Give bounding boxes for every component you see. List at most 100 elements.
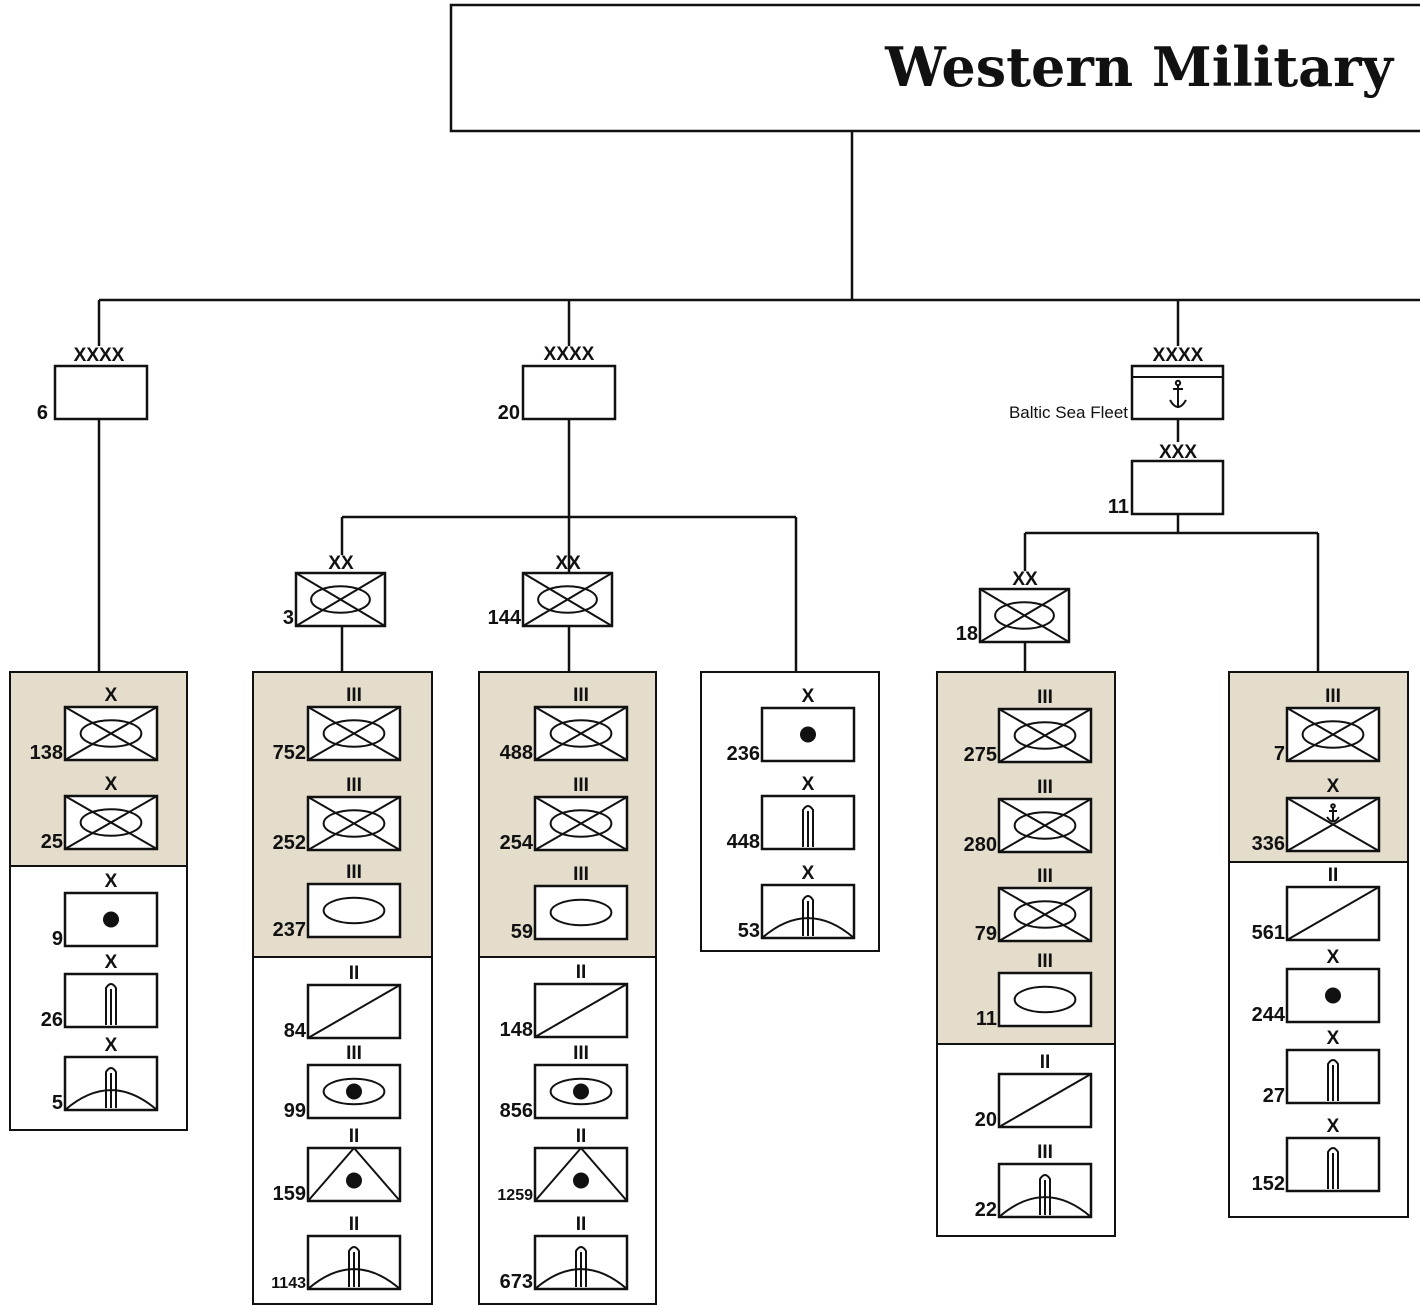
missile-icon	[1285, 1136, 1381, 1193]
unit-number: 275	[964, 744, 997, 766]
unit-number: 1259	[497, 1187, 533, 1204]
self-propelled-artillery-icon	[533, 1063, 629, 1120]
unit-number: 236	[727, 743, 760, 765]
echelon-label: II	[1040, 1052, 1051, 1073]
missile-icon	[760, 794, 856, 851]
unit-number: 148	[500, 1019, 533, 1041]
mech-infantry-icon	[1285, 706, 1381, 763]
echelon-label: II	[576, 1214, 587, 1235]
reconnaissance-icon	[1285, 885, 1381, 942]
unit-number: 11	[976, 1008, 997, 1030]
echelon-label: XX	[1012, 569, 1038, 590]
echelon-label: III	[1037, 1142, 1053, 1163]
mech-infantry-icon	[978, 587, 1071, 644]
mech-infantry-icon	[306, 705, 402, 762]
echelon-label: II	[349, 1126, 360, 1147]
svg-text:20: 20	[498, 402, 520, 424]
naval-infantry-icon	[1285, 796, 1381, 853]
svg-text:XXXX: XXXX	[1153, 345, 1204, 366]
unit-number: 152	[1252, 1173, 1285, 1195]
echelon-label: III	[1037, 777, 1053, 798]
air-defense-missile-icon	[997, 1162, 1093, 1219]
unit-number: 561	[1252, 922, 1285, 944]
unit-number: 99	[284, 1100, 306, 1122]
echelon-label: III	[1325, 686, 1341, 707]
echelon-label: III	[573, 1043, 589, 1064]
echelon-label: X	[1327, 1028, 1340, 1049]
unit-9: X9	[52, 871, 159, 950]
units: X138X25X9X26X5III752III252III237II84III9…	[30, 685, 1381, 1293]
unit-number: 254	[500, 832, 534, 854]
unit-number: 25	[41, 831, 63, 853]
anti-tank-icon	[306, 1146, 402, 1203]
echelon-label: III	[1037, 687, 1053, 708]
unit-254: III 254	[500, 775, 629, 854]
echelon-label: III	[346, 775, 362, 796]
echelon-label: III	[573, 775, 589, 796]
echelon-label: X	[1327, 1116, 1340, 1137]
echelon-label: X	[802, 686, 815, 707]
unit-20: II 20	[975, 1052, 1093, 1131]
unit-148: II 148	[500, 962, 629, 1041]
unit-number: 673	[500, 1271, 533, 1293]
mech-infantry-icon	[521, 571, 614, 628]
mech-infantry-icon	[63, 705, 159, 762]
svg-text:XXXX: XXXX	[544, 344, 595, 365]
unit-number: 280	[964, 834, 997, 856]
unit-number: 159	[273, 1183, 306, 1205]
echelon-label: II	[576, 962, 587, 983]
mech-infantry-icon	[294, 571, 387, 628]
missile-icon	[63, 972, 159, 1029]
unit-number: 448	[727, 831, 760, 853]
title-box	[449, 3, 1420, 133]
echelon-label: III	[1037, 866, 1053, 887]
unit-number: 237	[273, 919, 306, 941]
echelon-label: III	[1037, 951, 1053, 972]
svg-text:XXXX: XXXX	[74, 345, 125, 366]
panels	[9, 671, 1409, 1305]
unit-number: 9	[52, 928, 63, 950]
echelon-label: XX	[328, 553, 354, 574]
unit-number: 20	[975, 1109, 997, 1131]
unit-236: X 236	[727, 686, 856, 765]
baltic-sea-fleet: XXXX Baltic Sea Fleet	[1009, 345, 1225, 422]
svg-text:6: 6	[37, 402, 48, 424]
unit-53: X53	[738, 863, 856, 942]
army-20: XXXX 20	[498, 344, 617, 424]
mech-infantry-icon	[63, 794, 159, 851]
unit-number: 138	[30, 742, 63, 764]
corps-11: XXX 11	[1108, 442, 1225, 518]
echelon-label: X	[1327, 947, 1340, 968]
echelon-label: X	[105, 685, 118, 706]
echelon-label: X	[105, 952, 118, 973]
mech-infantry-icon	[306, 795, 402, 852]
echelon-label: X	[105, 774, 118, 795]
anti-tank-icon	[533, 1146, 629, 1203]
echelon-label: X	[802, 774, 815, 795]
unit-number: 27	[1263, 1085, 1285, 1107]
unit-11: III 11	[976, 951, 1093, 1030]
division-number: 144	[488, 607, 522, 629]
air-defense-missile-icon	[533, 1234, 629, 1291]
unit-152: X 152	[1252, 1116, 1381, 1195]
mech-infantry-icon	[997, 797, 1093, 854]
svg-text:11: 11	[1108, 496, 1129, 518]
unit-26: X26	[41, 952, 159, 1031]
reconnaissance-icon	[997, 1072, 1093, 1129]
unit-275: III 275	[964, 687, 1093, 766]
mech-infantry-icon	[533, 795, 629, 852]
page-title: Western Military	[884, 35, 1395, 99]
